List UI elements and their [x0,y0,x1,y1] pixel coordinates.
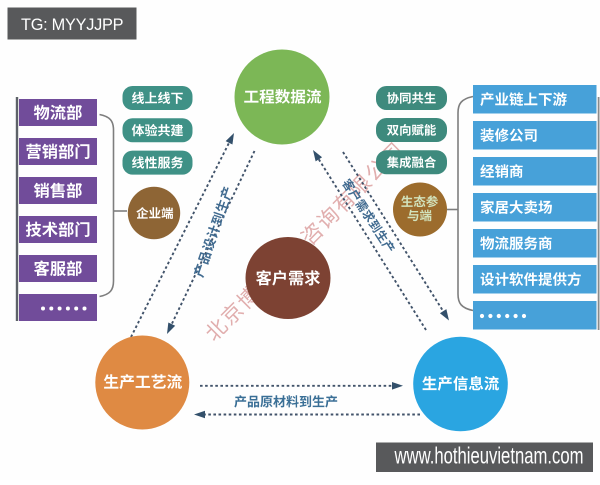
svg-text:TG: MYYJJPP: TG: MYYJJPP [21,16,124,34]
svg-text:www.hothieuvietnam.com: www.hothieuvietnam.com [394,443,584,469]
